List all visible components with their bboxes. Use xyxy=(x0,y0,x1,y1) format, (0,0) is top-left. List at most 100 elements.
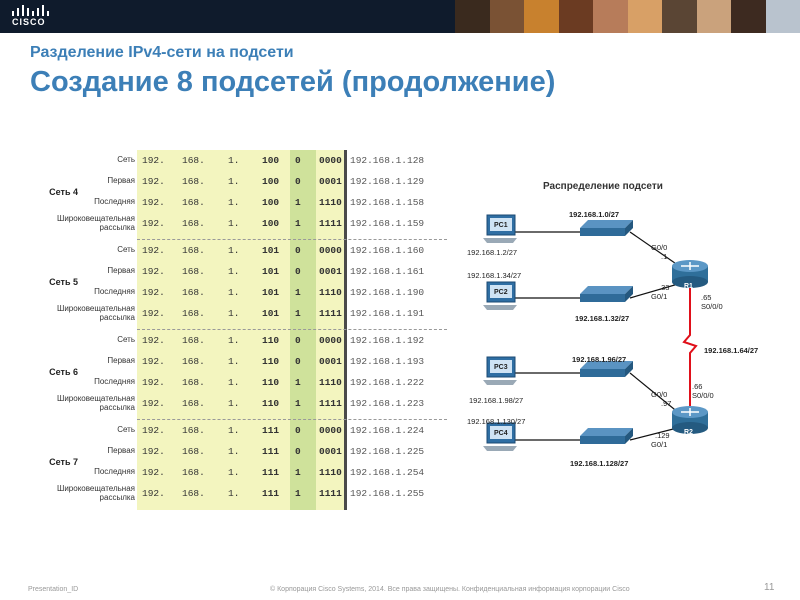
octet-cell: 100 xyxy=(262,176,280,187)
octet-cell: 0000 xyxy=(319,425,342,436)
ip-address: 192.168.1.190 xyxy=(350,287,425,298)
octet-cell: 0 xyxy=(295,335,301,346)
group-label: Сеть 5 xyxy=(49,277,78,287)
octet-cell: 0001 xyxy=(319,446,342,457)
group-label: Сеть 4 xyxy=(49,187,78,197)
octet-cell: 168. xyxy=(182,218,205,229)
octet-cell: 1. xyxy=(228,377,240,388)
ip-address: 192.168.1.225 xyxy=(350,446,425,457)
octet-cell: 101 xyxy=(262,308,280,319)
pc2-ip: 192.168.1.34/27 xyxy=(467,271,522,280)
octet-cell: 1111 xyxy=(319,218,342,229)
slide-subtitle: Разделение IPv4-сети на подсети xyxy=(30,44,294,61)
ip-address: 192.168.1.129 xyxy=(350,176,425,187)
octet-cell: 192. xyxy=(142,308,165,319)
r1-g01-label: G0/1 xyxy=(651,292,668,301)
ip-address: 192.168.1.192 xyxy=(350,335,425,346)
r2-s000-host: .66 xyxy=(692,382,703,391)
octet-cell: 1. xyxy=(228,266,240,277)
octet-cell: 168. xyxy=(182,197,205,208)
row-label: Первая xyxy=(107,356,135,365)
octet-cell: 0001 xyxy=(319,176,342,187)
pc2-label: PC2 xyxy=(494,289,508,296)
subnet-bit-bg xyxy=(290,330,316,420)
row-label: Первая xyxy=(107,446,135,455)
ip-address: 192.168.1.160 xyxy=(350,245,425,256)
octet-cell: 192. xyxy=(142,398,165,409)
footer-presentation-id: Presentation_ID xyxy=(28,586,79,593)
subnet-bit-bg xyxy=(290,240,316,330)
column-divider xyxy=(344,330,347,420)
row-label: Сеть xyxy=(117,335,135,344)
group-label: Сеть 6 xyxy=(49,367,78,377)
octet-cell: 168. xyxy=(182,266,205,277)
octet-cell: 192. xyxy=(142,155,165,166)
octet-cell: 0000 xyxy=(319,155,342,166)
octet-cell: 168. xyxy=(182,446,205,457)
footer-copyright: © Корпорация Cisco Systems, 2014. Все пр… xyxy=(270,586,630,593)
r1-s000-label: S0/0/0 xyxy=(701,302,723,311)
octet-cell: 168. xyxy=(182,155,205,166)
serial-link xyxy=(682,288,698,408)
ip-address: 192.168.1.224 xyxy=(350,425,425,436)
r2-g00-host: .97 xyxy=(661,399,672,408)
net-label-1-96: 192.168.1.96/27 xyxy=(572,355,627,364)
octet-cell: 192. xyxy=(142,197,165,208)
octet-cell: 1. xyxy=(228,335,240,346)
octet-cell: 0000 xyxy=(319,335,342,346)
router-icon xyxy=(672,260,708,288)
logo-text: CISCO xyxy=(12,17,46,27)
row-label: Последняя xyxy=(94,467,135,476)
octet-cell: 1110 xyxy=(319,287,342,298)
ip-address: 192.168.1.161 xyxy=(350,266,425,277)
pc-icon xyxy=(483,422,517,451)
octet-cell: 1 xyxy=(295,287,301,298)
octet-cell: 168. xyxy=(182,488,205,499)
r1-g01-host: .33 xyxy=(659,283,670,292)
octet-cell: 192. xyxy=(142,335,165,346)
octet-cell: 1. xyxy=(228,245,240,256)
row-label: Первая xyxy=(107,266,135,275)
cisco-logo: CISCO xyxy=(10,4,50,29)
octet-cell: 1111 xyxy=(319,398,342,409)
row-label: Последняя xyxy=(94,287,135,296)
column-divider xyxy=(344,240,347,330)
topology-diagram: Распределение подсети xyxy=(455,170,800,480)
r2-g01-label: G0/1 xyxy=(651,440,668,449)
octet-cell: 192. xyxy=(142,488,165,499)
row-label: Последняя xyxy=(94,197,135,206)
r1-s000-host: .65 xyxy=(701,293,712,302)
octet-cell: 1. xyxy=(228,176,240,187)
octet-cell: 1 xyxy=(295,398,301,409)
pc1-ip: 192.168.1.2/27 xyxy=(467,248,518,257)
ip-address: 192.168.1.128 xyxy=(350,155,425,166)
octet-cell: 1. xyxy=(228,287,240,298)
octet-cell: 1110 xyxy=(319,467,342,478)
net-label-1-32: 192.168.1.32/27 xyxy=(575,314,630,323)
octet-cell: 111 xyxy=(262,446,280,457)
r2-g00-label: G0/0 xyxy=(651,390,668,399)
octet-cell: 0 xyxy=(295,356,301,367)
octet-cell: 1111 xyxy=(319,488,342,499)
row-label: Первая xyxy=(107,176,135,185)
topology-svg xyxy=(483,214,708,451)
pc1-label: PC1 xyxy=(494,222,508,229)
octet-cell: 168. xyxy=(182,245,205,256)
octet-cell: 0001 xyxy=(319,266,342,277)
octet-cell: 192. xyxy=(142,356,165,367)
row-label: Последняя xyxy=(94,377,135,386)
octet-cell: 168. xyxy=(182,335,205,346)
octet-cell: 1110 xyxy=(319,377,342,388)
row-label: Сеть xyxy=(117,425,135,434)
switch-icon xyxy=(580,428,633,444)
octet-cell: 110 xyxy=(262,356,280,367)
octet-cell: 168. xyxy=(182,377,205,388)
r2-label: R2 xyxy=(684,429,693,436)
